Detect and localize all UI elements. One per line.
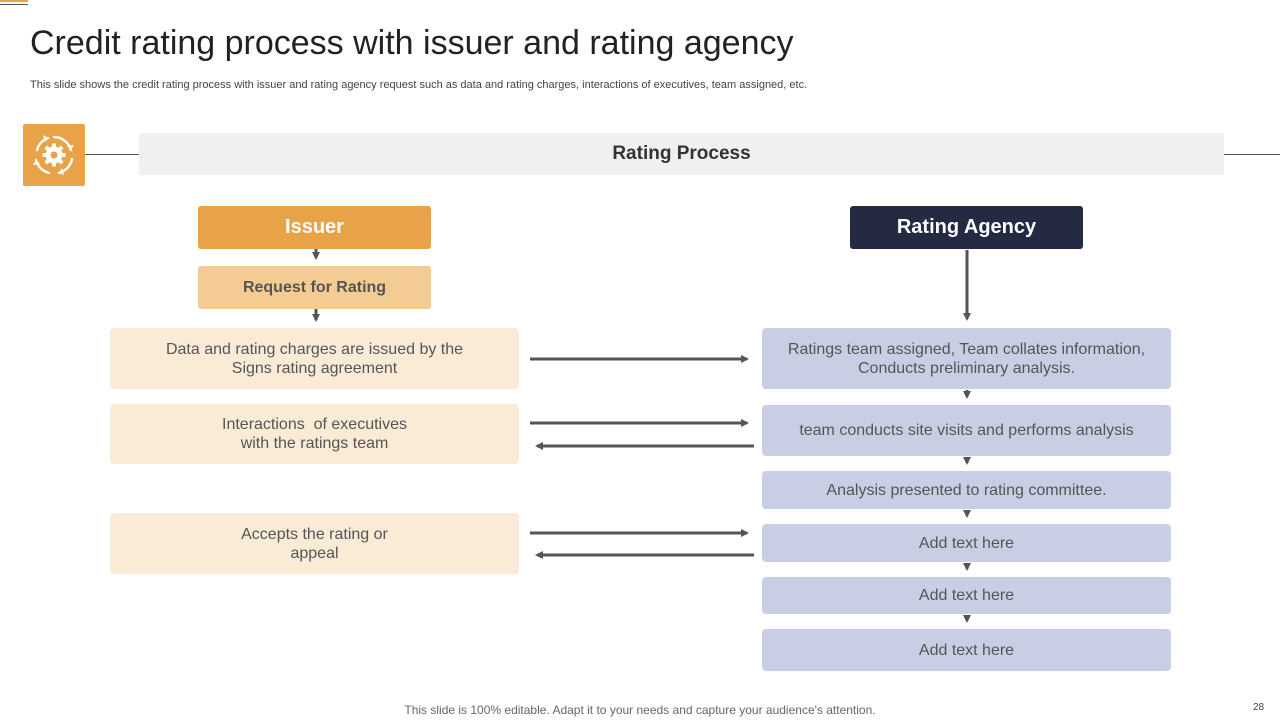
agency-step-3-text: Analysis presented to rating committee.	[826, 481, 1107, 499]
issuer-step-2-text: Interactions of executives with the rati…	[222, 416, 412, 452]
agency-step-1-text: Ratings team assigned, Team collates inf…	[787, 340, 1146, 377]
agency-step-2: team conducts site visits and performs a…	[762, 405, 1171, 456]
agency-step-6-text: Add text here	[918, 641, 1015, 659]
issuer-step-1: Data and rating charges are issued by th…	[110, 328, 519, 389]
banner-line-left	[85, 154, 139, 155]
agency-step-6: Add text here	[762, 629, 1171, 671]
issuer-step-3-text: Accepts the rating or appeal	[241, 525, 388, 562]
banner-line-right	[1224, 154, 1280, 155]
agency-step-5: Add text here	[762, 577, 1171, 614]
rating-process-banner: Rating Process	[139, 133, 1224, 175]
slide-footer: This slide is 100% editable. Adapt it to…	[404, 703, 876, 717]
issuer-header: Issuer	[198, 206, 431, 249]
page-number: 28	[1253, 702, 1265, 713]
issuer-step-2: Interactions of executives with the rati…	[110, 404, 519, 464]
accent-bar	[0, 0, 28, 2]
accent-line	[0, 4, 28, 5]
agency-step-2-text: team conducts site visits and performs a…	[799, 422, 1134, 439]
gear-cycle-icon	[23, 124, 85, 186]
issuer-step-3: Accepts the rating or appeal	[110, 513, 519, 574]
rating-agency-header: Rating Agency	[850, 206, 1083, 249]
agency-step-1: Ratings team assigned, Team collates inf…	[762, 328, 1171, 389]
issuer-step-1-text: Data and rating charges are issued by th…	[165, 340, 464, 377]
slide-subtitle: This slide shows the credit rating proce…	[30, 79, 808, 91]
agency-step-4-text: Add text here	[918, 534, 1015, 552]
agency-step-3: Analysis presented to rating committee.	[762, 471, 1171, 509]
request-for-rating-box: Request for Rating	[198, 266, 431, 309]
slide-title: Credit rating process with issuer and ra…	[30, 24, 794, 62]
agency-step-4: Add text here	[762, 524, 1171, 562]
agency-step-5-text: Add text here	[918, 587, 1015, 604]
